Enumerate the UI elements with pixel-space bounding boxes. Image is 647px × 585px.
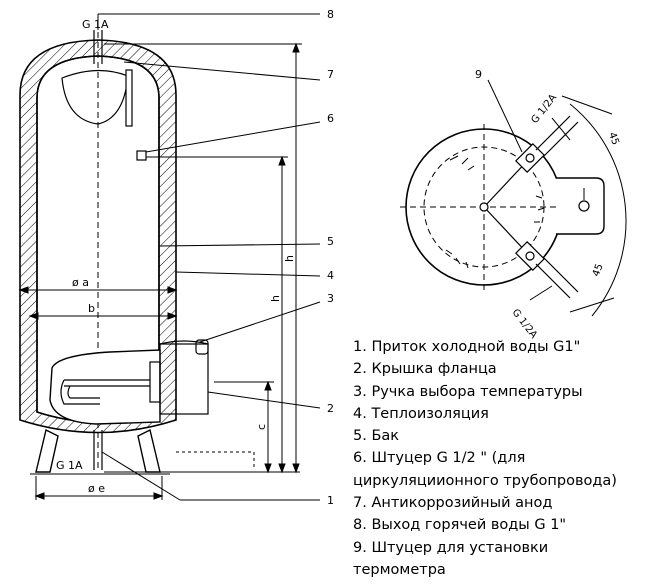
callout-7: 7 [327,68,334,81]
legend-item-7: 7. Антикоррозийный анод [353,495,553,512]
legend-item-1: 1. Приток холодной воды G1" [353,339,581,355]
dimension-b-label: b [88,302,95,315]
heating-element [60,339,209,415]
callout-2: 2 [327,402,334,415]
angle-lower-label: 45 [591,262,606,278]
legend-list: 1. Приток холодной воды G1" 2. Крышка фл… [353,336,643,581]
legend-item-9: 9. Штуцер для установки термометра [353,539,549,578]
dimension-c-label: c [255,424,268,430]
callout-4: 4 [327,269,334,282]
callout-6: 6 [327,112,334,125]
tank-top-view [400,79,627,317]
dimension-a-label: ø a [72,276,89,289]
anode [125,69,133,127]
callout-1: 1 [327,494,334,507]
callout-5: 5 [327,235,334,248]
dimension-e-label: ø e [88,482,105,495]
legend-item-8: 8. Выход горячей воды G 1" [353,517,567,534]
bottom-connection-label: G 1A [56,459,83,472]
callout-3: 3 [327,292,334,305]
legend-item-2: 2. Крышка фланца [353,361,497,378]
legend-item-5: 5. Бак [353,428,400,445]
angle-upper-label: 45 [606,131,621,147]
flange-housing [49,349,161,425]
dimension-h-inner-label: h [269,295,282,302]
callout-lines [98,13,321,501]
legend-item-4: 4. Теплоизоляция [353,405,489,422]
dimension-h-outer-label: h [283,255,296,262]
top-dome [61,69,129,125]
top-connection-label: G 1A [82,18,109,31]
circulation-fitting [136,150,147,161]
legend-item-3: 3. Ручка выбора температуры [353,383,583,400]
callout-8: 8 [327,8,334,21]
callout-9: 9 [475,68,482,81]
legend-item-6: 6. Штуцер G 1/2 " (для циркуляциионного … [353,450,617,489]
tank-side-view [19,22,209,475]
